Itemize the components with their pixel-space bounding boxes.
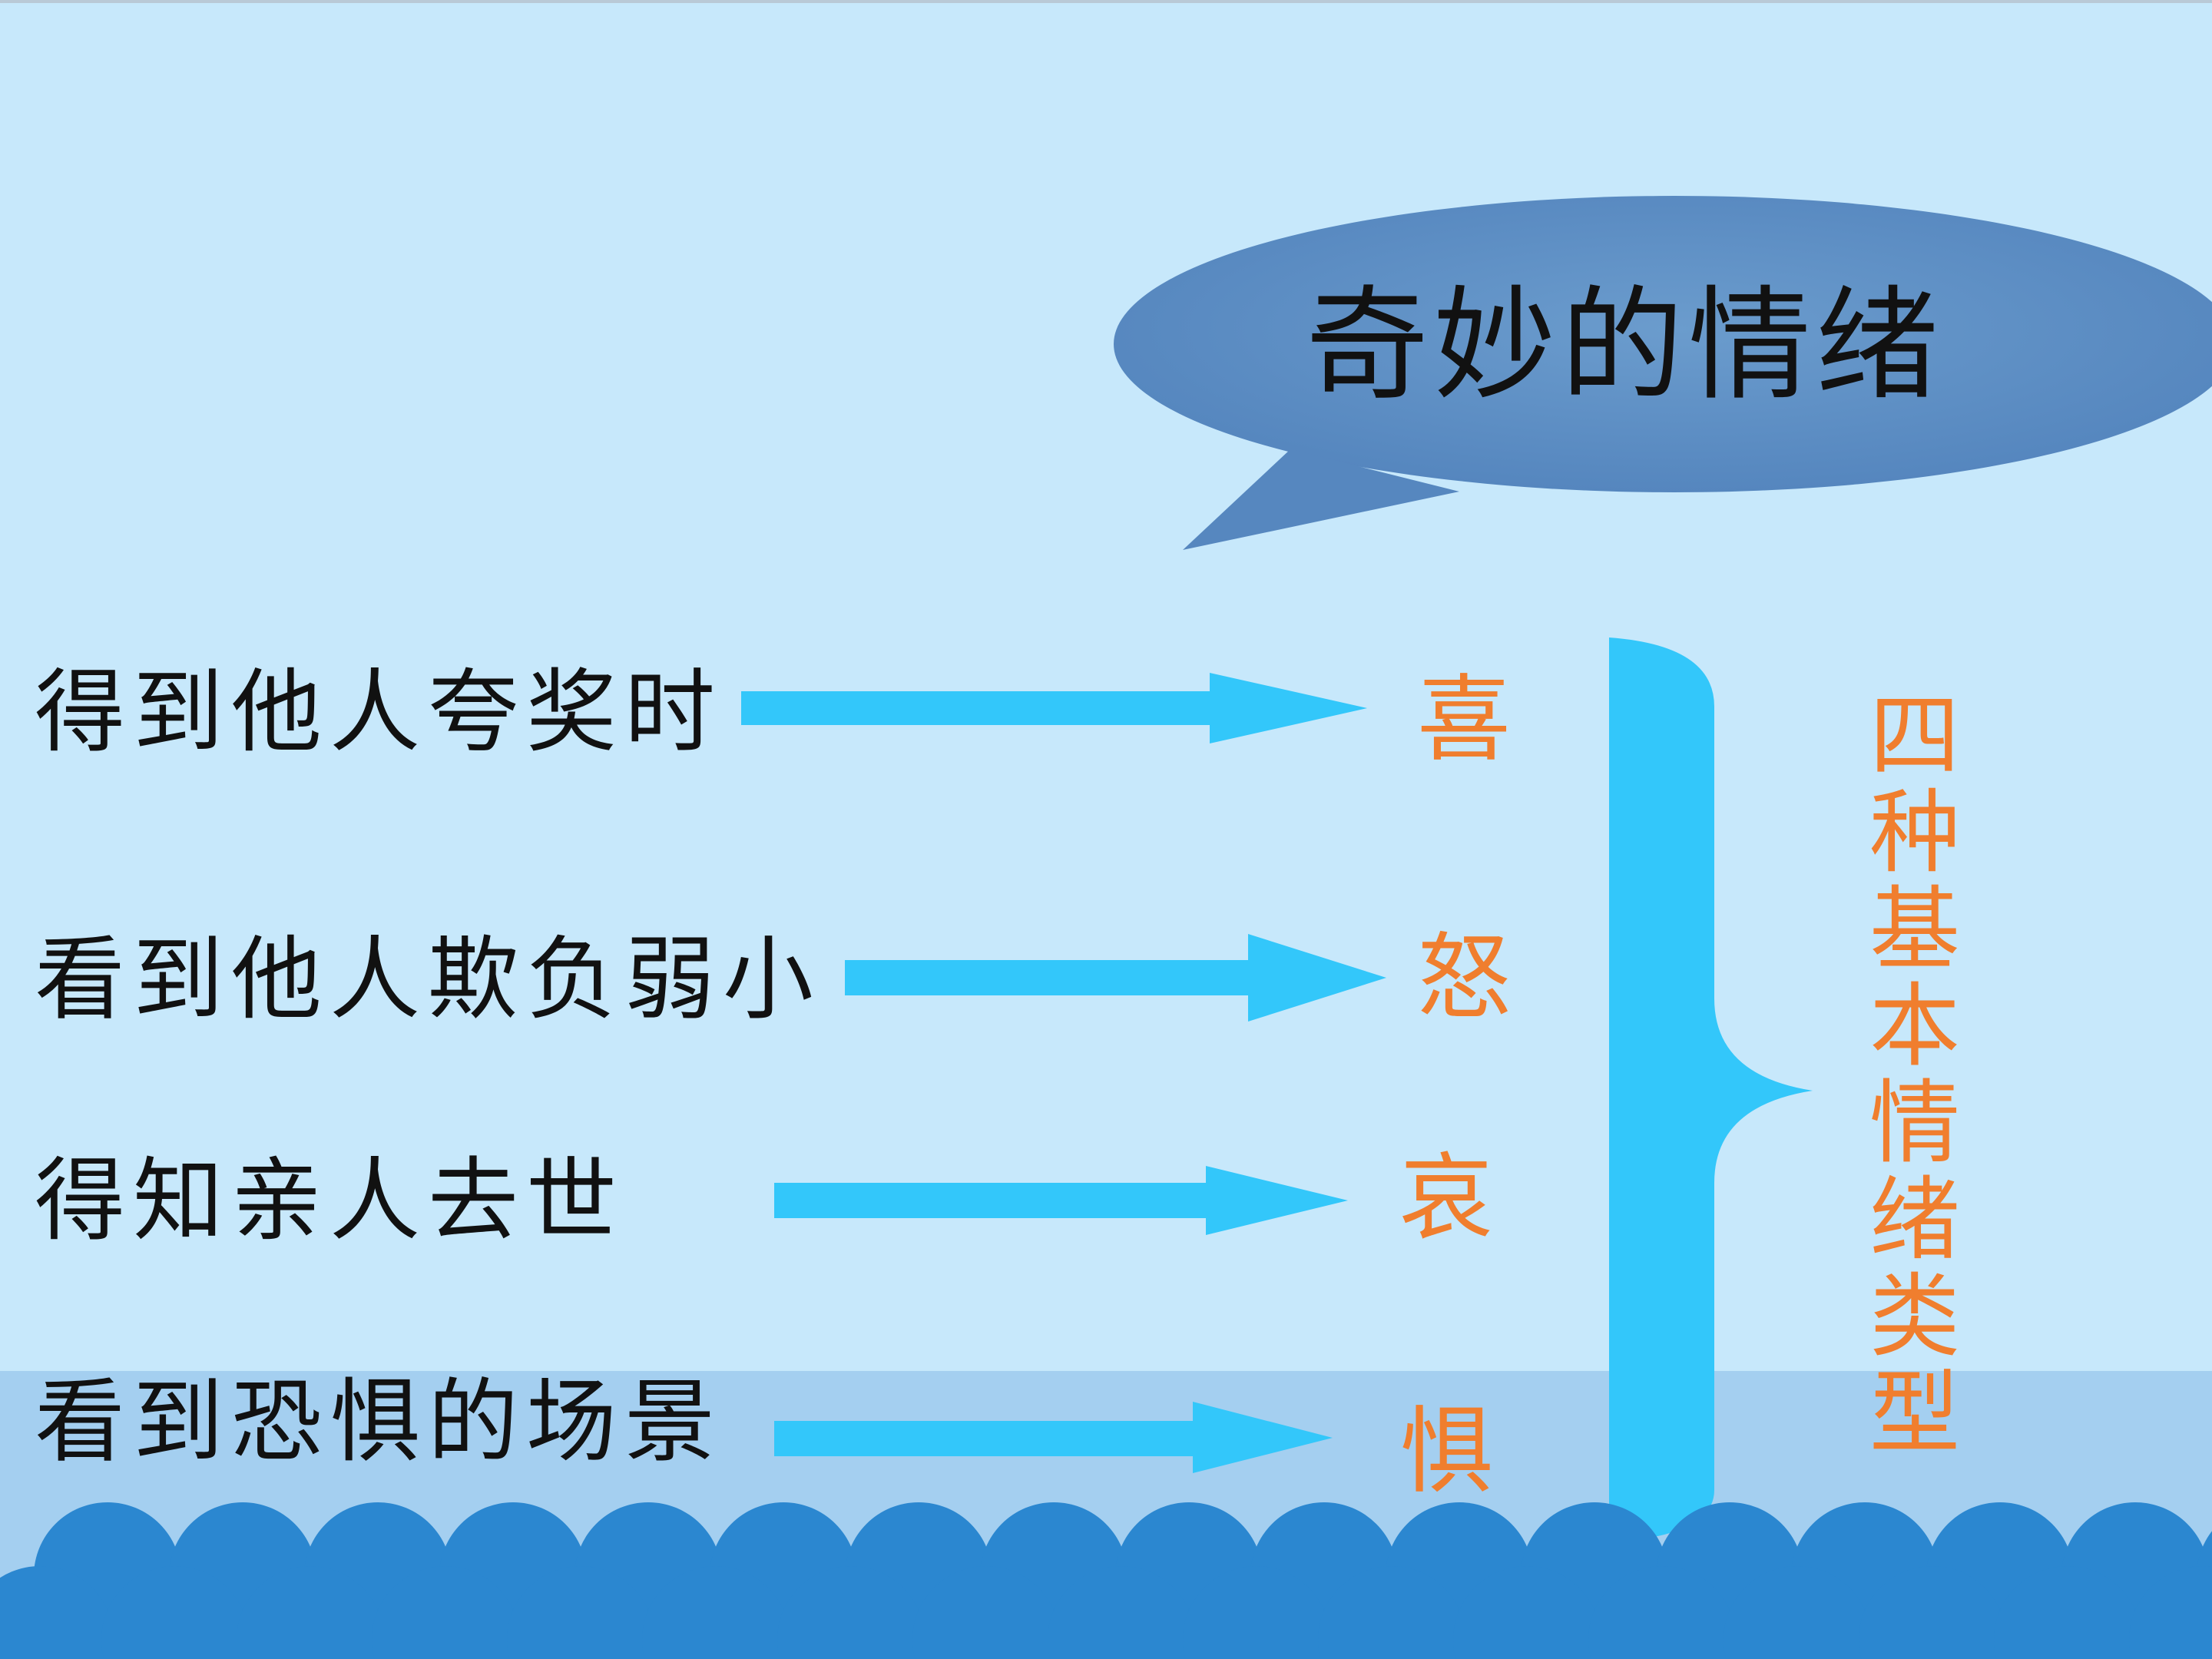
label-char: 种	[1869, 780, 1960, 886]
wave-scallop	[237, 1566, 384, 1659]
speech-bubble-tail	[1183, 449, 1459, 550]
arrow-4	[774, 1402, 1333, 1473]
speech-bubble	[1114, 196, 2212, 550]
emotion-joy: 喜	[1417, 665, 1511, 774]
wave-scallop	[1318, 1566, 1465, 1659]
wave-scallop	[372, 1566, 519, 1659]
wave-scallop	[507, 1566, 654, 1659]
wave-scallop	[1453, 1566, 1601, 1659]
page-title: 奇妙的情绪	[1306, 273, 1944, 417]
wave-scallop	[1048, 1566, 1195, 1659]
label-char: 基	[1869, 876, 1960, 982]
label-char: 绪	[1869, 1167, 1960, 1273]
speech-bubble-body	[1114, 196, 2212, 492]
label-char: 本	[1869, 973, 1960, 1079]
wave-scallop	[101, 1566, 249, 1659]
wave-border	[0, 1502, 2212, 1659]
label-char: 类	[1869, 1263, 1960, 1369]
arrow-3	[774, 1166, 1348, 1235]
wave-scallop	[642, 1566, 790, 1659]
four-basic-emotions-label: 四 种 基 本 情 绪 类 型	[1865, 687, 1965, 1462]
wave-scallop	[1859, 1566, 2006, 1659]
curly-brace	[1609, 637, 1813, 1542]
label-char: 情	[1869, 1070, 1960, 1176]
wave-scallop	[1994, 1566, 2141, 1659]
top-border-line	[0, 0, 2212, 3]
wave-scallop	[1588, 1566, 1736, 1659]
scenario-fear: 看到恐惧的场景	[35, 1369, 724, 1475]
scenario-praised: 得到他人夸奖时	[35, 659, 724, 765]
wave-scallop	[912, 1566, 1060, 1659]
emotion-anger: 怒	[1417, 923, 1511, 1032]
arrow-1	[741, 673, 1367, 743]
wave-scallop	[1724, 1566, 1871, 1659]
label-char: 型	[1869, 1360, 1960, 1466]
wave-scallop	[2129, 1566, 2212, 1659]
wave-scallop	[1183, 1566, 1330, 1659]
wave-scallop	[777, 1566, 925, 1659]
emotion-fear: 惧	[1399, 1397, 1493, 1506]
wave-scallop	[0, 1566, 114, 1659]
arrow-2	[845, 934, 1386, 1022]
scenario-loss: 得知亲人去世	[35, 1147, 625, 1253]
scenario-bullying: 看到他人欺负弱小	[35, 926, 822, 1032]
label-char: 四	[1869, 683, 1960, 789]
emotion-sorrow: 哀	[1399, 1144, 1493, 1253]
